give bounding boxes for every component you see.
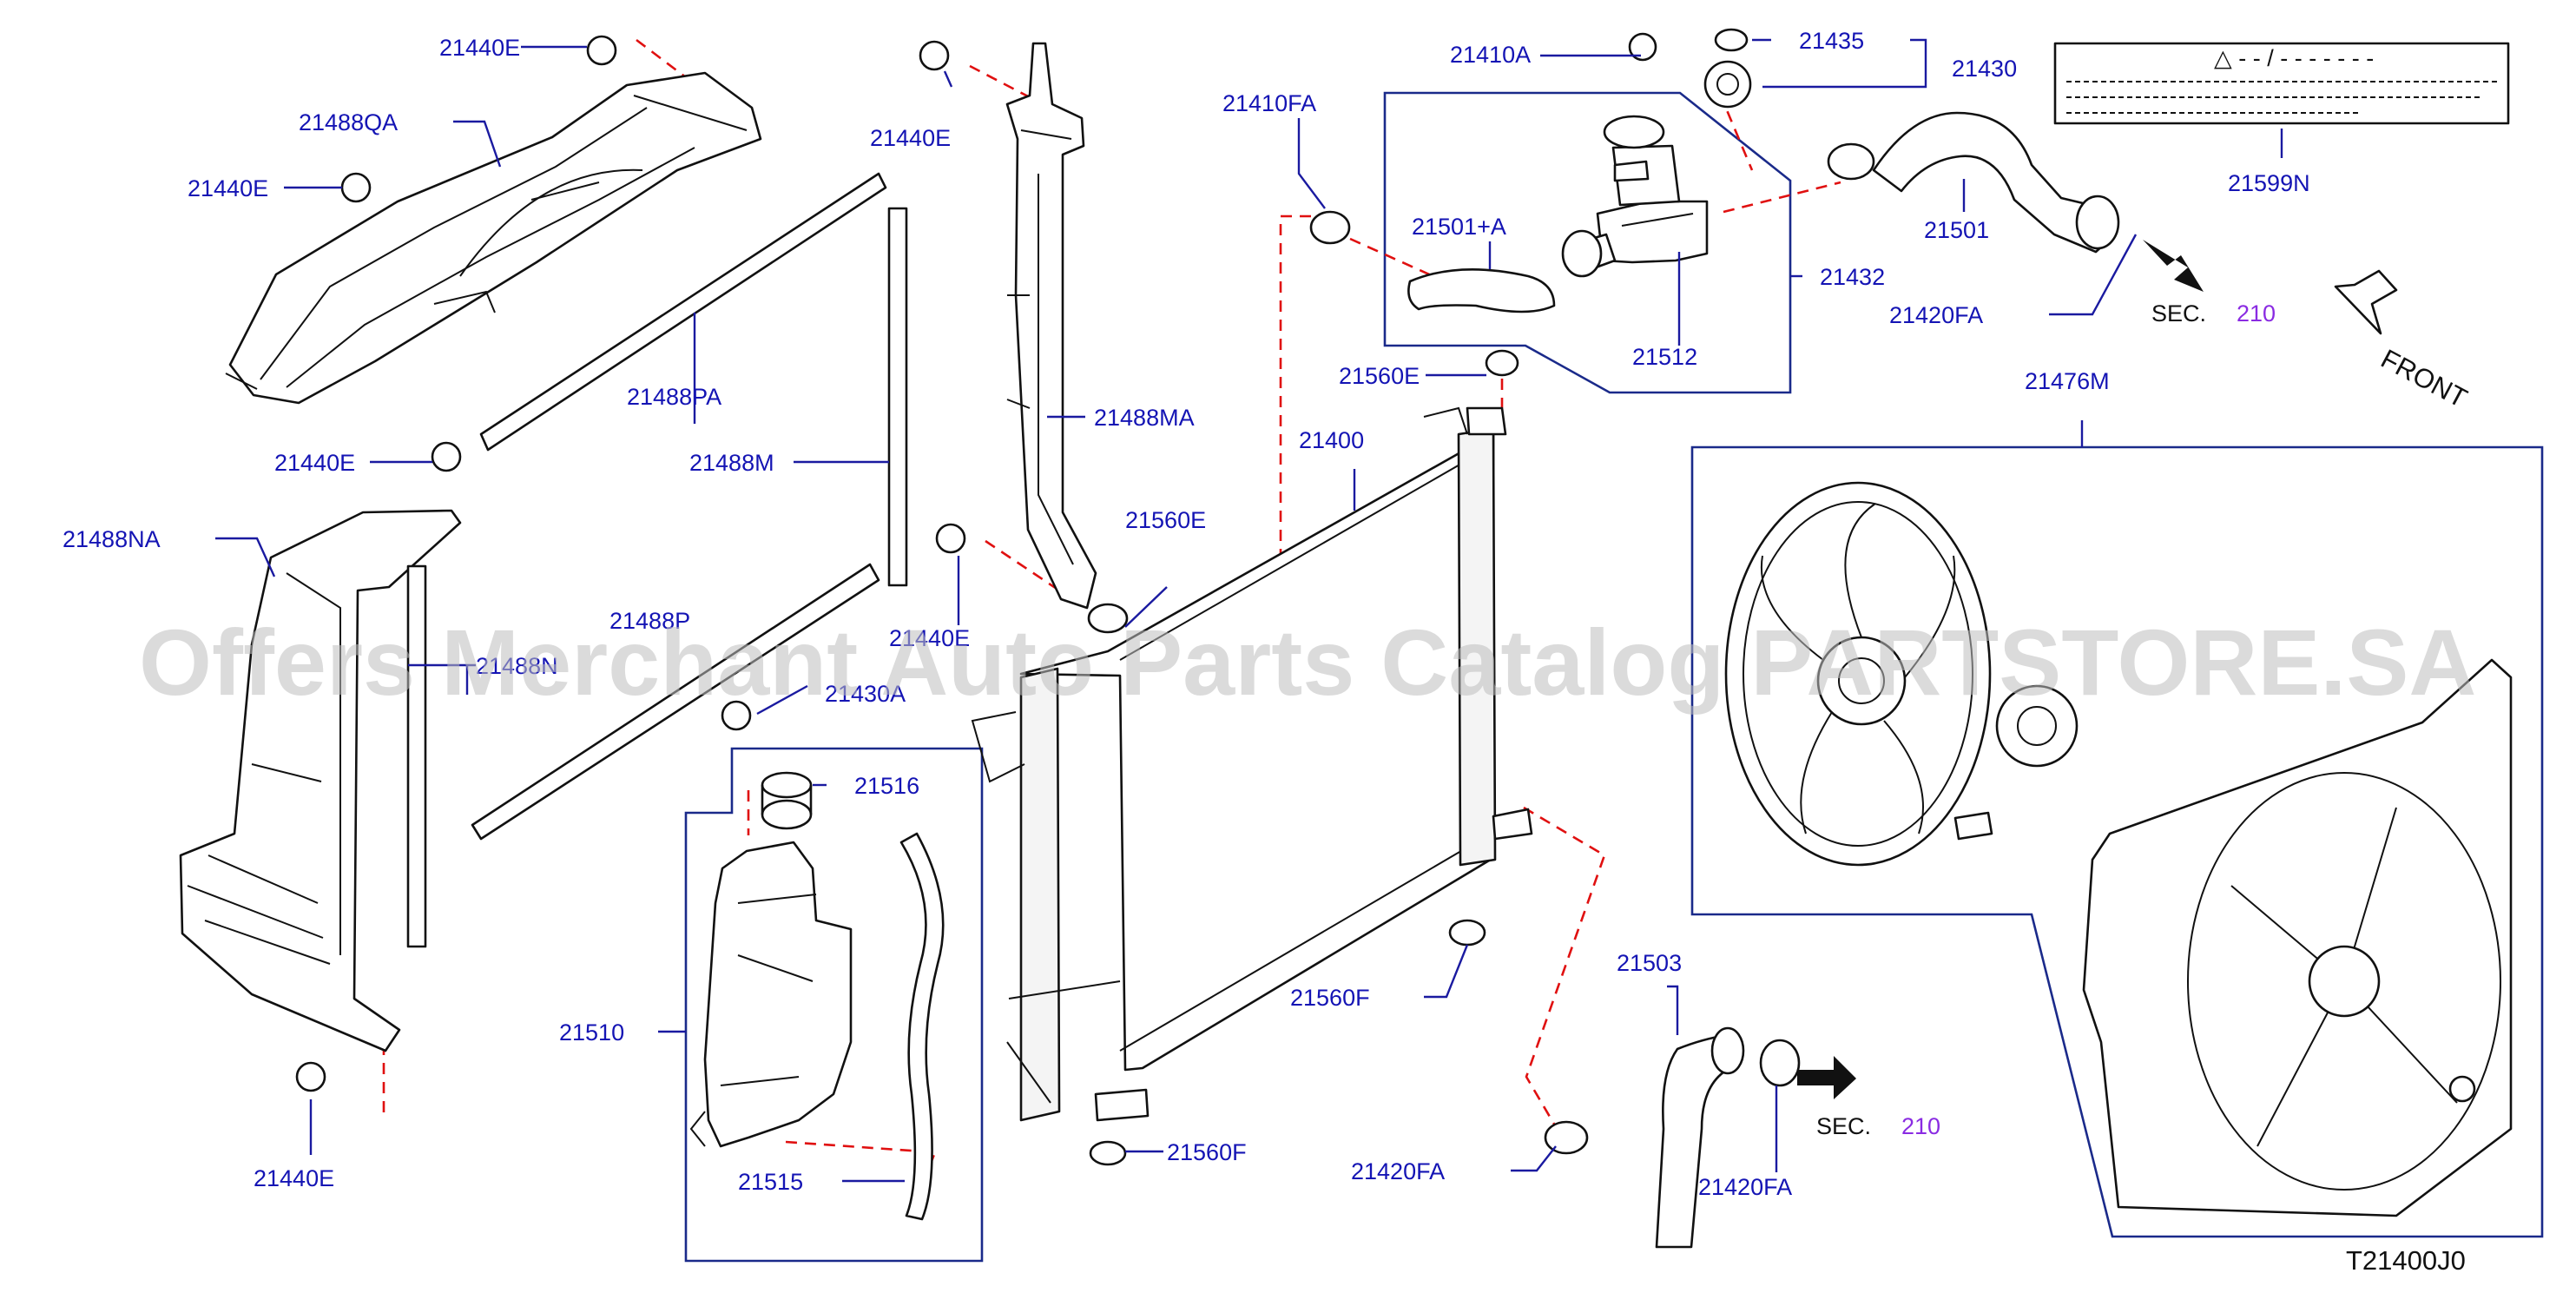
callout-21440e-1: 21440E [439, 35, 520, 61]
callout-21488pa: 21488PA [627, 384, 721, 410]
sec-ref-upper-number: 210 [2237, 300, 2276, 327]
plug-21560e-lower [1087, 603, 1129, 634]
section-refs: SEC. 210 SEC. 210 [1816, 300, 2276, 1139]
fan-assembly-21476m [1724, 481, 2513, 1217]
callout-21440e-3: 21440E [870, 125, 951, 151]
callout-21410a: 21410A [1450, 42, 1531, 68]
callout-21516: 21516 [854, 773, 919, 799]
drawing-code: T21400J0 [2346, 1245, 2466, 1276]
callout-labels: 21440E 21488QA 21440E 21440E 21488PA 214… [63, 28, 2310, 1200]
callout-21400: 21400 [1299, 427, 1364, 453]
radiator-21400 [971, 406, 1533, 1122]
callout-21560e-2: 21560E [1125, 507, 1206, 533]
reservoir-tank-21510 [689, 771, 853, 1148]
seal-strip-21488pa [479, 172, 887, 452]
callout-21599n: 21599N [2228, 170, 2310, 196]
callout-21440e-6: 21440E [254, 1165, 334, 1191]
seal-strip-21488m [887, 207, 908, 587]
leader-lines [215, 38, 2283, 1183]
plug-21560f-right [1448, 919, 1486, 947]
callout-21430: 21430 [1952, 56, 2017, 82]
side-air-guide-21488ma [1005, 42, 1097, 610]
cap-21430 [1703, 60, 1752, 109]
watermark: Offers Merchant Auto Parts Catalog PARTS… [139, 610, 2476, 715]
callout-21501: 21501 [1924, 217, 1989, 243]
side-air-guide-21488na [179, 509, 462, 1052]
callout-21488ma: 21488MA [1094, 405, 1195, 431]
callout-21410fa: 21410FA [1222, 90, 1316, 116]
gasket-21435 [1714, 28, 1749, 52]
callout-21476m: 21476M [2025, 368, 2110, 394]
callout-21430a: 21430A [825, 681, 906, 707]
callout-21432: 21432 [1820, 264, 1885, 290]
sec-arrow-icon-upper [2143, 240, 2204, 292]
callout-21512: 21512 [1632, 344, 1697, 370]
radiator-hose-21501a [1407, 267, 1556, 313]
water-outlet-21512 [1563, 115, 1709, 276]
callout-21420fa-3: 21420FA [1351, 1158, 1445, 1184]
callout-21488n: 21488N [476, 653, 558, 679]
callout-21420fa-1: 21420FA [1889, 302, 1983, 328]
caution-label-21599n [2053, 42, 2510, 125]
callout-21440e-2: 21440E [188, 175, 268, 201]
sec-ref-lower-prefix: SEC. [1816, 1113, 1871, 1139]
water-outlet-group-box [1383, 91, 1792, 394]
front-arrow-icon [2334, 269, 2398, 335]
plug-21560f-lower [1089, 1140, 1127, 1166]
callout-21515: 21515 [738, 1169, 803, 1195]
callout-21488p: 21488P [609, 608, 690, 634]
callout-21488qa: 21488QA [299, 109, 398, 135]
reservoir-group-box [684, 747, 984, 1263]
front-label: FRONT [2376, 343, 2473, 413]
sec-ref-upper-prefix: SEC. [2151, 300, 2206, 327]
callout-21488m: 21488M [689, 450, 774, 476]
callout-21560f-1: 21560F [1290, 985, 1370, 1011]
callout-21435: 21435 [1799, 28, 1864, 54]
drain-plug-21560e-upper [1485, 349, 1519, 377]
group-boxes [684, 91, 2544, 1263]
callout-21560f-2: 21560F [1167, 1139, 1247, 1165]
reservoir-hose-21515 [899, 832, 945, 1221]
caution-label-title: △ - - / - - - - - - - [2214, 45, 2374, 71]
callout-21501a: 21501+A [1412, 214, 1506, 240]
clamp-21420fa-lower [1759, 1039, 1801, 1087]
bolt-21440e-fan [2448, 1075, 2476, 1103]
lower-hose-21503 [1655, 1033, 1740, 1249]
callout-21488na: 21488NA [63, 526, 161, 552]
clamp-21420fa-upper [1827, 142, 1875, 181]
callout-21510: 21510 [559, 1019, 624, 1046]
seal-strip-21488n [406, 564, 427, 948]
callout-21420fa-2: 21420FA [1698, 1174, 1792, 1200]
upper-air-guide-21488qa [225, 71, 762, 405]
callout-21440e-4: 21440E [274, 450, 355, 476]
callout-21560e-1: 21560E [1339, 363, 1420, 389]
fan-shroud-group-box [1690, 445, 2544, 1238]
sec-ref-lower-number: 210 [1901, 1113, 1940, 1139]
clamp-21420fa-left [1544, 1120, 1589, 1155]
parts [179, 28, 2513, 1249]
sec-arrow-icon-lower [1797, 1056, 1856, 1099]
seal-strip-21488p [471, 563, 880, 841]
callout-21503: 21503 [1617, 950, 1682, 976]
callout-21440e-5: 21440E [889, 625, 970, 651]
clamp-21410fa [1309, 210, 1351, 245]
clamp-21410a [1561, 229, 1603, 278]
